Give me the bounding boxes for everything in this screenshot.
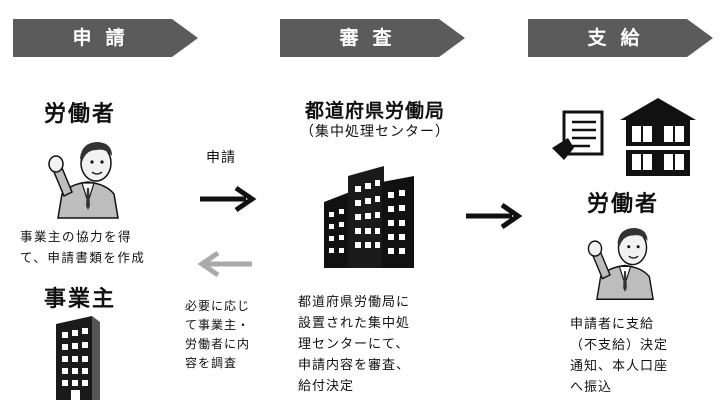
- worker-icon: [587, 228, 654, 300]
- office-desc-line-4: 申請内容を審査、: [298, 358, 411, 373]
- employer-building-icon: [56, 316, 100, 400]
- apply-arrow-label: 申請: [206, 150, 236, 166]
- worker-icon: [48, 142, 119, 219]
- worker-desc-line-2: て、申請書類を作成: [20, 250, 146, 265]
- investigate-line-4: 容を調査: [185, 356, 238, 370]
- payment-desc-line-3: 通知、本人口座: [570, 359, 669, 374]
- document-icon: [552, 110, 604, 160]
- arrow-left-icon: [197, 250, 252, 278]
- arrow-right-icon: [466, 202, 523, 230]
- applicant-worker-title: 労働者: [44, 102, 117, 127]
- office-desc-line-3: 理センターにて、: [298, 337, 410, 352]
- house-icon: [620, 98, 696, 176]
- office-desc-line-1: 都道府県労働局に: [298, 295, 411, 310]
- payment-desc-line-4: へ振込: [570, 380, 613, 395]
- investigate-line-2: て事業主・: [185, 318, 251, 332]
- investigate-line-1: 必要に応じ: [185, 299, 251, 313]
- worker-desc-line-1: 事業主の協力を得: [20, 229, 133, 244]
- office-title: 都道府県労働局: [304, 100, 445, 122]
- investigate-line-3: 労働者に内: [185, 337, 251, 351]
- office-desc-line-5: 給付決定: [298, 379, 355, 394]
- stage-review: 審査: [280, 19, 465, 57]
- payment-desc-line-2: （不支給）決定: [570, 338, 669, 353]
- arrow-right-icon: [200, 185, 257, 213]
- recipient-worker-title: 労働者: [587, 192, 660, 217]
- office-desc-line-2: 設置された集中処: [298, 316, 411, 331]
- payment-desc-line-1: 申請者に支給: [570, 317, 655, 332]
- office-buildings-icon: [324, 166, 414, 268]
- office-subtitle: （集中処理センター）: [300, 124, 450, 140]
- stage-payment: 支給: [528, 19, 713, 57]
- employer-title: 事業主: [44, 287, 117, 312]
- stage-apply: 申請: [13, 19, 198, 57]
